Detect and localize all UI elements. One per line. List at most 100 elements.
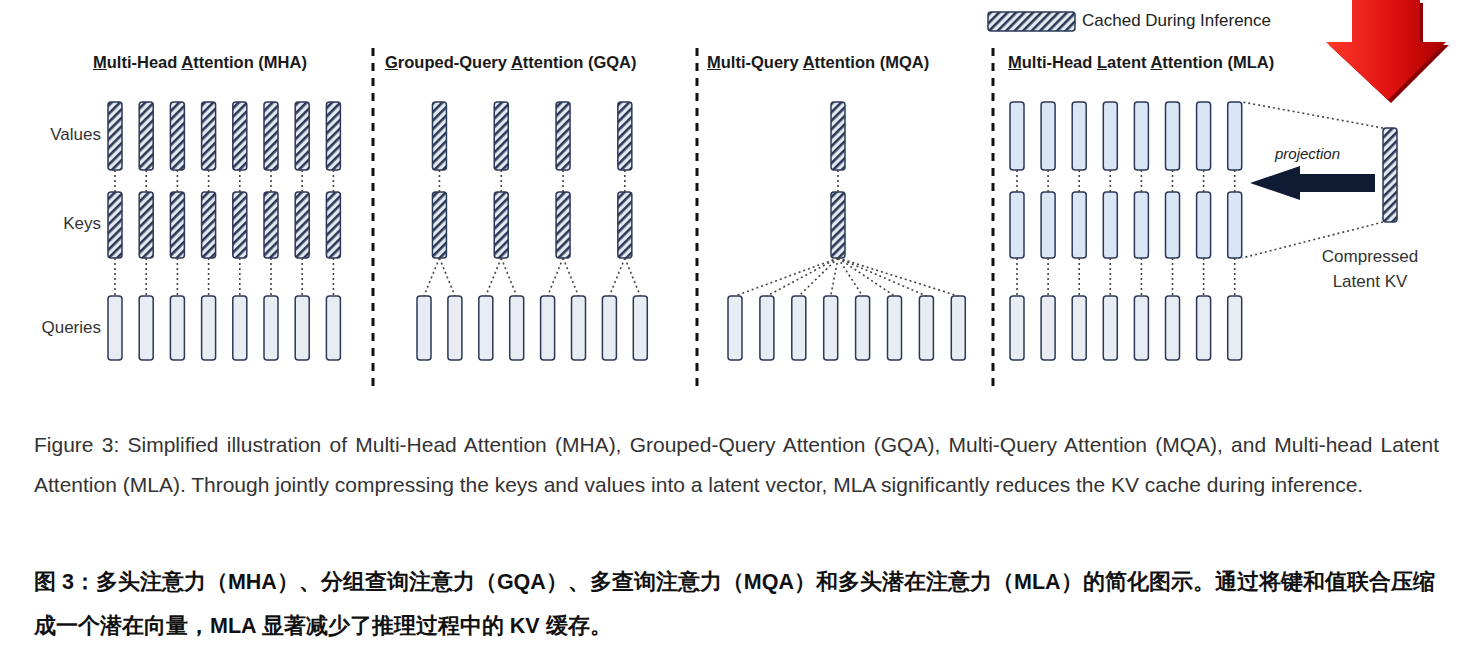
key-bar	[1041, 192, 1055, 258]
dotted-link	[439, 258, 454, 296]
dotted-link	[500, 170, 502, 192]
section-heading: Multi-Head Latent Attention (MLA)	[1008, 53, 1274, 72]
query-bar	[479, 296, 493, 360]
dotted-link	[1172, 258, 1174, 296]
query-bar	[1103, 296, 1117, 360]
dotted-link	[831, 258, 838, 296]
dotted-link	[1141, 258, 1143, 296]
query-bar	[824, 296, 838, 360]
dotted-link	[501, 258, 516, 296]
key-bar	[1010, 192, 1024, 258]
dotted-link	[1078, 170, 1080, 192]
value-bar	[139, 102, 153, 170]
value-bar	[1103, 102, 1117, 170]
query-bar	[510, 296, 524, 360]
dotted-link	[838, 258, 926, 296]
query-bar	[951, 296, 965, 360]
value-bar	[556, 102, 570, 170]
section-dividers	[373, 48, 993, 386]
dotted-link	[1110, 170, 1112, 192]
figure-caption: Figure 3: Simplified illustration of Mul…	[34, 425, 1439, 505]
key-bar	[1197, 192, 1211, 258]
query-bar	[1010, 296, 1024, 360]
dotted-link	[239, 258, 241, 296]
value-bar	[1041, 102, 1055, 170]
query-bar	[202, 296, 216, 360]
latent-kv-bar	[1383, 128, 1397, 222]
dotted-link	[609, 258, 624, 296]
query-bar	[233, 296, 247, 360]
dotted-link	[1234, 258, 1236, 296]
dotted-link	[1242, 102, 1383, 128]
value-bar	[108, 102, 122, 170]
chinese-caption: 图 3：多头注意力（MHA）、分组查询注意力（GQA）、多查询注意力（MQA）和…	[34, 560, 1439, 648]
legend-text: Cached During Inference	[1082, 11, 1271, 31]
query-bar	[888, 296, 902, 360]
dotted-link	[735, 258, 838, 296]
dotted-link	[1047, 258, 1049, 296]
dotted-link	[625, 258, 640, 296]
dotted-link	[301, 258, 303, 296]
value-bar	[831, 102, 845, 170]
red-pointer-arrow	[1326, 0, 1449, 103]
value-bar	[618, 102, 632, 170]
query-bar	[139, 296, 153, 360]
divider	[696, 48, 699, 386]
dotted-link	[208, 170, 210, 192]
divider	[992, 48, 995, 386]
section-heading: Grouped-Query Attention (GQA)	[385, 53, 637, 72]
dotted-link	[1078, 258, 1080, 296]
dotted-link	[239, 170, 241, 192]
query-bar	[541, 296, 555, 360]
section-heading: Multi-Query Attention (MQA)	[707, 53, 929, 72]
row-label: Keys	[63, 214, 101, 234]
key-bar	[326, 192, 340, 258]
value-bar	[1166, 102, 1180, 170]
row-label: Queries	[41, 318, 101, 338]
dotted-link	[837, 170, 839, 192]
value-bar	[1134, 102, 1148, 170]
dotted-link	[1016, 170, 1018, 192]
key-bar	[233, 192, 247, 258]
section-heading: Multi-Head Attention (MHA)	[93, 53, 307, 72]
dotted-link	[799, 258, 838, 296]
arrow-label: projection	[1275, 145, 1340, 162]
dotted-link	[333, 258, 335, 296]
projection-arrow	[1250, 166, 1375, 200]
query-bar	[856, 296, 870, 360]
query-bar	[108, 296, 122, 360]
dotted-link	[1047, 170, 1049, 192]
dotted-link	[1234, 170, 1236, 192]
dotted-link	[145, 258, 147, 296]
dotted-link	[1110, 258, 1112, 296]
query-bar	[417, 296, 431, 360]
key-bar	[108, 192, 122, 258]
key-bar	[831, 192, 845, 258]
dotted-link	[145, 170, 147, 192]
value-bar	[295, 102, 309, 170]
dotted-link	[208, 258, 210, 296]
dotted-link	[563, 258, 578, 296]
dotted-link	[270, 258, 272, 296]
query-bar	[919, 296, 933, 360]
value-bar	[326, 102, 340, 170]
query-bar	[1166, 296, 1180, 360]
query-bar	[264, 296, 278, 360]
query-bar	[572, 296, 586, 360]
latent-label: Compressed Latent KV	[1305, 244, 1435, 294]
dotted-link	[1016, 258, 1018, 296]
key-bar	[556, 192, 570, 258]
value-bar	[170, 102, 184, 170]
query-bar	[792, 296, 806, 360]
query-bar	[448, 296, 462, 360]
dotted-link	[439, 170, 441, 192]
dotted-link	[1203, 170, 1205, 192]
dotted-link	[838, 258, 863, 296]
dotted-link	[177, 170, 179, 192]
key-bar	[202, 192, 216, 258]
value-bar	[264, 102, 278, 170]
dotted-link	[486, 258, 501, 296]
dotted-link	[548, 258, 563, 296]
dotted-link	[562, 170, 564, 192]
